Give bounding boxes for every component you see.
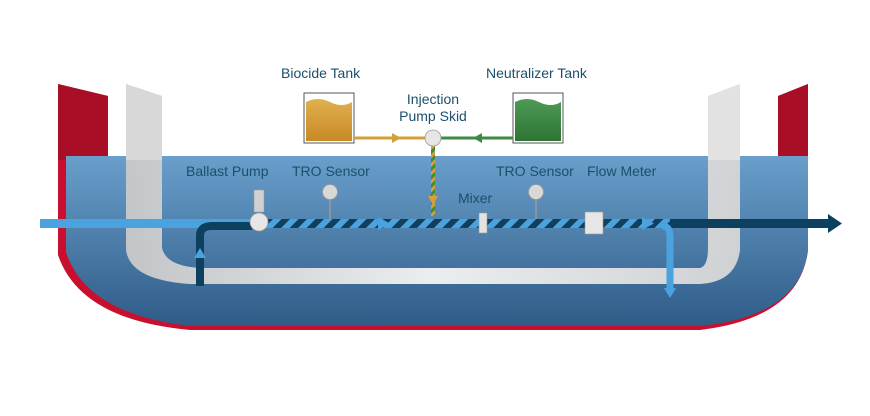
outlet-pipe: [670, 219, 830, 228]
tro-sensor-left: [322, 184, 338, 219]
treated-pipe-section: [250, 219, 670, 228]
ballast-water: [66, 156, 808, 326]
ballast-pump: [249, 189, 269, 232]
biocide-tank: [303, 92, 355, 144]
flow-arrow-1: [378, 217, 390, 230]
injection-pump-skid-label-line1: Injection: [406, 91, 460, 107]
injection-pump-skid-label-line2: Pump Skid: [399, 108, 467, 124]
mixer-label: Mixer: [458, 190, 493, 206]
biocide-tank-label: Biocide Tank: [281, 65, 361, 81]
discharge-arrow: [664, 288, 676, 298]
outlet-arrow: [828, 214, 842, 233]
dose-arrow: [428, 196, 438, 205]
inner-tank-walls: [126, 84, 740, 284]
flow-meter: [584, 211, 604, 235]
tro-sensor-right: [528, 184, 544, 219]
tro-sensor-left-label: TRO Sensor: [292, 163, 370, 179]
injection-pump-skid: [424, 129, 442, 147]
inlet-pipe: [40, 219, 250, 228]
flow-meter-label: Flow Meter: [587, 163, 657, 179]
neutralizer-tank-label: Neutralizer Tank: [486, 65, 587, 81]
flow-arrow-2: [642, 217, 654, 230]
suction-arrow: [194, 248, 206, 258]
suction-pipe: [196, 222, 252, 286]
injection-pump-skid-label: Injection Pump Skid: [393, 91, 473, 125]
neutralizer-tank: [512, 92, 564, 144]
mixer: [478, 212, 488, 234]
biocide-arrow: [392, 133, 401, 143]
dose-line: [431, 146, 435, 216]
discharge-pipe: [661, 222, 674, 292]
neutralizer-arrow: [473, 133, 482, 143]
tro-sensor-right-label: TRO Sensor: [496, 163, 574, 179]
ballast-pump-label: Ballast Pump: [186, 163, 269, 179]
